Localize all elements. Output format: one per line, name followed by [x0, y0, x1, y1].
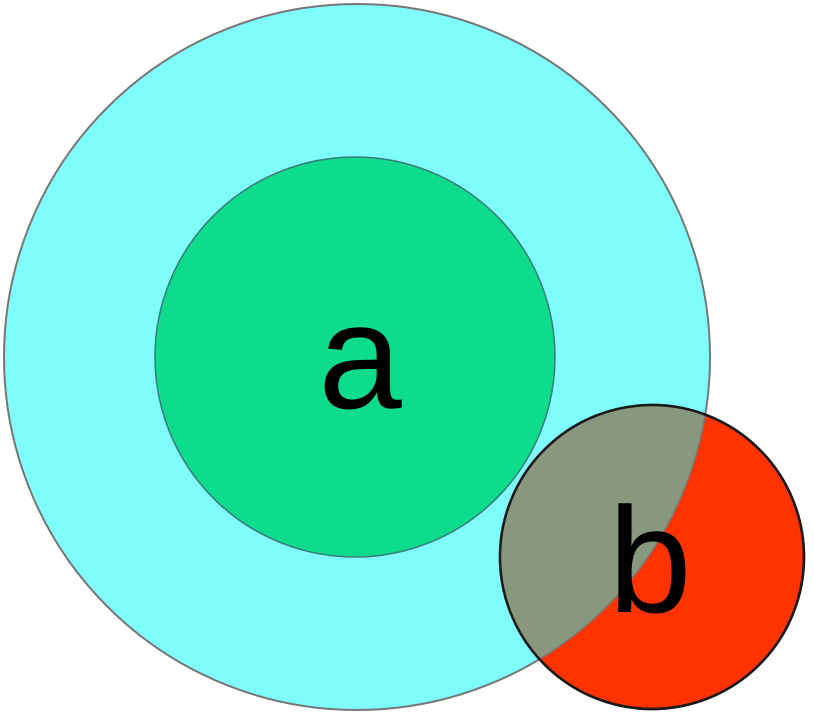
label-b: b — [608, 476, 691, 644]
circle-b-outline — [498, 403, 806, 711]
overlap-region — [500, 405, 710, 709]
inner-circle-a — [154, 156, 556, 558]
label-a: a — [318, 272, 402, 440]
